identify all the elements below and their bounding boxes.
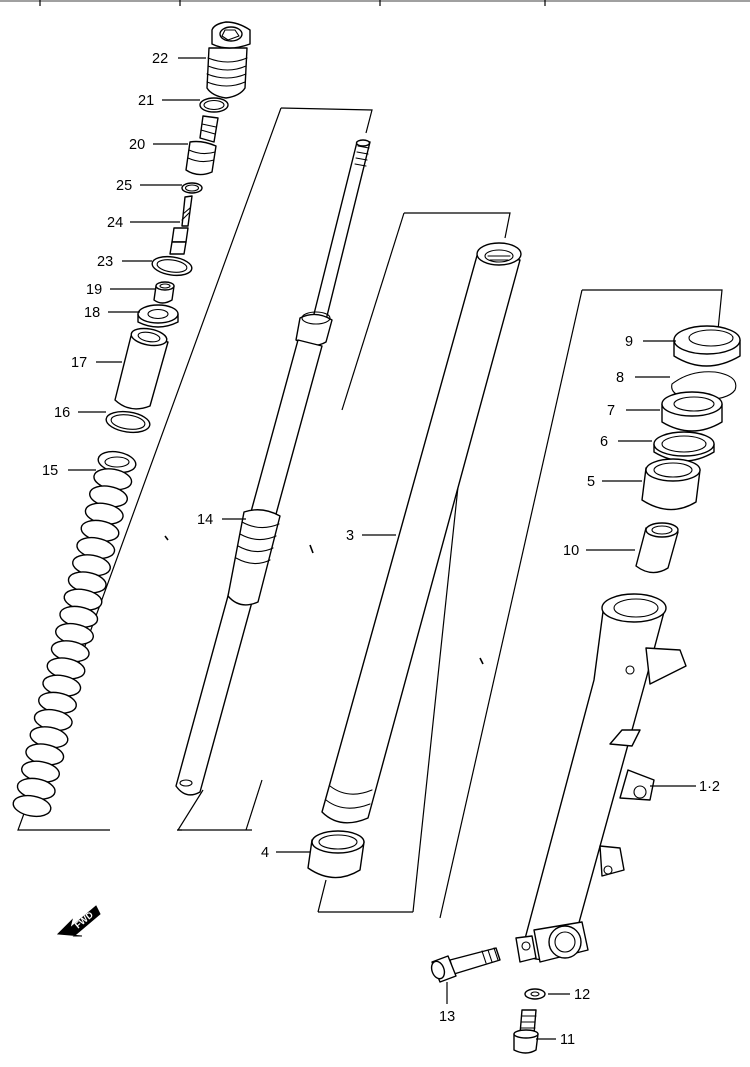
callout-23: 23 [97, 254, 113, 270]
part-10-oil-lock-piece [635, 522, 679, 574]
part-22-cap-bolt [206, 21, 251, 99]
top-frame-marks [0, 0, 750, 6]
part-17-spacer [114, 327, 169, 410]
callout-5: 5 [587, 474, 595, 490]
callout-8: 8 [616, 370, 624, 386]
callout-4: 4 [261, 845, 269, 861]
callout-10: 10 [563, 543, 579, 559]
part-21-o-ring [199, 97, 229, 113]
part-1-2-outer-tube [515, 593, 687, 963]
part-6-washer [653, 431, 715, 462]
spring-coil [12, 794, 52, 818]
callout-labels: 22 21 20 25 24 23 19 18 17 16 15 14 3 4 … [42, 51, 720, 1048]
part-3-inner-tube [321, 242, 522, 824]
part-25-o-ring [181, 182, 203, 194]
callout-leaders [68, 57, 696, 1040]
callout-11: 11 [560, 1032, 575, 1048]
part-18-washer [137, 304, 179, 328]
callout-16: 16 [54, 405, 70, 421]
callout-22: 22 [152, 51, 168, 67]
part-13-pinch-bolt [430, 947, 501, 983]
fwd-direction-badge: FWD [56, 905, 101, 937]
callout-7: 7 [607, 403, 615, 419]
part-5-bushing [641, 458, 701, 511]
callout-24: 24 [107, 215, 123, 231]
part-16-seat-ring [105, 410, 151, 434]
callout-19: 19 [86, 282, 102, 298]
callout-6: 6 [600, 434, 608, 450]
callout-17: 17 [71, 355, 87, 371]
callout-12: 12 [574, 987, 590, 1003]
part-19-bushing [153, 281, 175, 304]
part-24-rebound-rod [169, 195, 193, 255]
part-20-adjuster [185, 115, 219, 176]
assembly-frame-spring [17, 107, 282, 831]
part-14-damper-rod [175, 139, 371, 796]
part-15-fork-spring [12, 450, 137, 818]
part-23-o-ring [151, 255, 193, 277]
callout-1-2: 1·2 [699, 779, 720, 795]
callout-15: 15 [42, 463, 58, 479]
callout-20: 20 [129, 137, 145, 153]
part-11-damper-bolt [513, 1009, 539, 1054]
assembly-frame-outer-tube [439, 289, 723, 919]
part-4-bushing [307, 830, 365, 879]
part-12-gasket [524, 988, 546, 1000]
callout-18: 18 [84, 305, 100, 321]
part-9-dust-seal [673, 325, 741, 367]
spring-top-opening [104, 456, 130, 468]
callout-25: 25 [116, 178, 132, 194]
callout-14: 14 [197, 512, 213, 528]
callout-21: 21 [138, 93, 154, 109]
part-7-oil-seal [661, 391, 723, 432]
callout-9: 9 [625, 334, 633, 350]
callout-13: 13 [439, 1009, 455, 1025]
callout-3: 3 [346, 528, 354, 544]
assembly-frame-damper [176, 107, 373, 831]
